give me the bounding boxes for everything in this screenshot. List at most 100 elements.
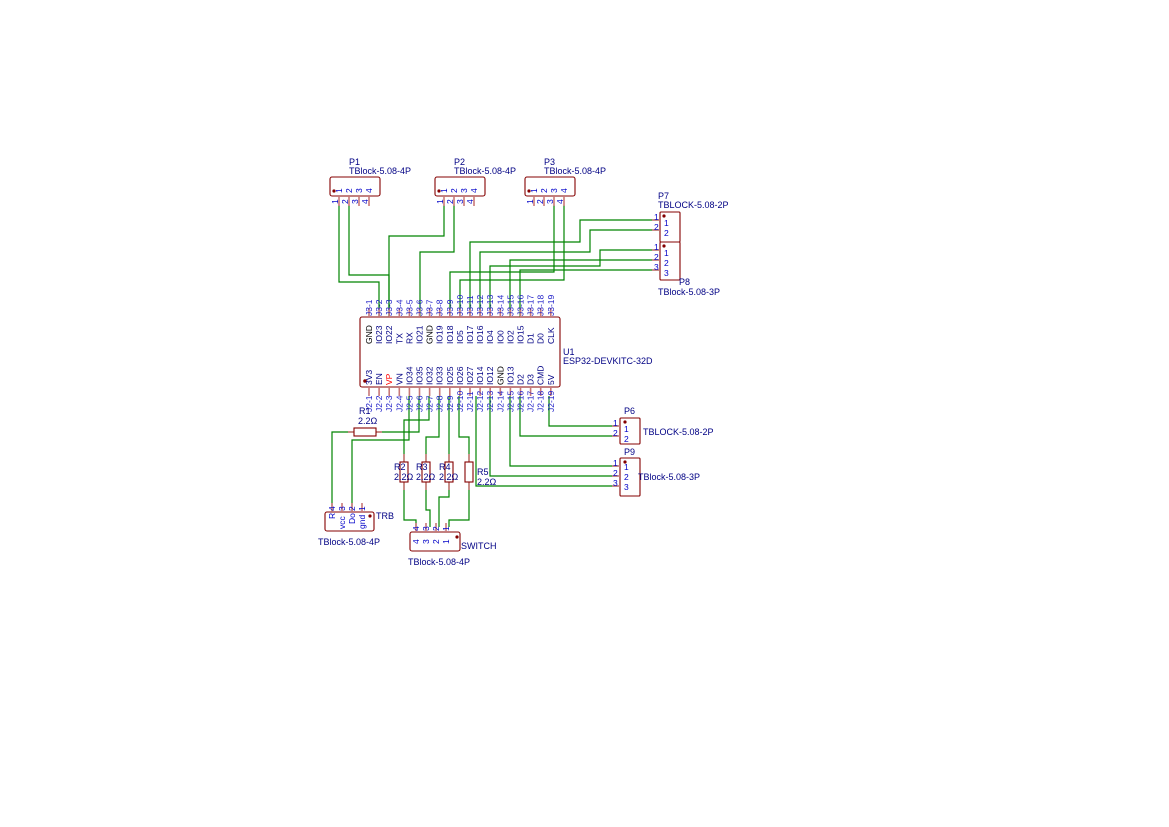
pin-number: 2: [654, 252, 659, 262]
pin-number: 3: [421, 526, 431, 531]
wire: [376, 396, 420, 433]
pin-name: IO16: [475, 325, 485, 344]
pin-number: 3: [654, 262, 659, 272]
resistor-body: [421, 461, 431, 483]
pin-number: 2: [654, 222, 659, 232]
pin-name: GND: [364, 325, 374, 344]
pin-number: J3-9: [445, 299, 455, 316]
pin-number: 1: [525, 199, 535, 204]
p9-value: TBlock-5.08-3P: [638, 472, 700, 482]
pin-name: 5V: [546, 374, 556, 385]
wire: [331, 431, 354, 512]
pin-number: 1: [441, 526, 451, 531]
resistor-r3[interactable]: R32.2Ω: [416, 454, 436, 490]
pin-number: J2-13: [485, 390, 495, 412]
pin1-marker: [662, 244, 666, 248]
pin-number: J2-18: [536, 390, 546, 412]
pin-label: 3: [421, 539, 431, 544]
pin-number: J3-18: [536, 294, 546, 316]
pin-name: EN: [374, 373, 384, 385]
pin-name: GND: [425, 325, 435, 344]
pin-name: vcc: [337, 516, 347, 530]
esp32-module-u1[interactable]: J3-1GNDJ3-2IO23J3-3IO22J3-4TXJ3-5RXJ3-6I…: [359, 294, 653, 412]
connector-p9[interactable]: P9 1 2 3 1 2 3 TBlock-5.08-3P: [612, 447, 700, 497]
pin-label: 1: [664, 218, 669, 228]
connector-p7[interactable]: P7 TBLOCK-5.08-2P 1 2 1 2: [652, 191, 729, 243]
pin-label: 2: [431, 539, 441, 544]
wire: [509, 396, 618, 467]
resistor-r1[interactable]: R1 2.2Ω: [348, 406, 382, 437]
wire: [449, 205, 555, 318]
connector-p6[interactable]: P6 1 2 1 2 TBLOCK-5.08-2P: [612, 406, 714, 445]
wire: [548, 396, 618, 427]
pin-label: 4: [364, 188, 374, 193]
pin-number: J3-8: [435, 299, 445, 316]
pin-number: 4: [465, 199, 475, 204]
pin-number: 1: [357, 506, 367, 511]
p9-ref: P9: [624, 447, 635, 457]
resistor-value: 2.2Ω: [394, 472, 414, 482]
wire: [475, 396, 618, 487]
pin-label: 3: [354, 188, 364, 193]
p6-body: [619, 417, 641, 445]
pin1-marker: [363, 379, 367, 383]
pin-label: 3: [549, 188, 559, 193]
pin-number: 1: [330, 199, 340, 204]
r1-value: 2.2Ω: [358, 416, 378, 426]
connector-ref: P3: [544, 157, 555, 167]
pin-number: J2-11: [465, 391, 475, 412]
pin-name: D1: [526, 333, 536, 344]
trb-value: TBlock-5.08-4P: [318, 537, 380, 547]
pin-number: J3-12: [475, 294, 485, 316]
pin-name: IO25: [445, 366, 455, 385]
pin-number: J2-4: [394, 395, 404, 412]
connector-value: TBlock-5.08-4P: [454, 166, 516, 176]
pin-number: 3: [613, 478, 618, 488]
pin1-marker: [527, 189, 531, 193]
pin-name: IO26: [455, 366, 465, 385]
u1-value: ESP32-DEVKITC-32D: [563, 356, 653, 366]
pin-number: 3: [350, 199, 360, 204]
pin1-marker: [662, 214, 666, 218]
pin-name: IO34: [404, 366, 414, 385]
pin-number: 1: [435, 199, 445, 204]
connector-body: [329, 176, 381, 197]
resistor-r2[interactable]: R22.2Ω: [394, 454, 414, 490]
switch-body: [409, 531, 461, 552]
pin-label: 1: [441, 539, 451, 544]
resistor-r4[interactable]: R42.2Ω: [439, 454, 459, 490]
resistor-ref: R2: [394, 462, 406, 472]
resistor-r5[interactable]: R52.2Ω: [464, 454, 497, 490]
pin-name: VN: [394, 373, 404, 385]
connector-p8[interactable]: 1 2 3 1 2 3 P8 TBlock-5.08-3P: [652, 241, 720, 297]
pin-label: 1: [624, 462, 629, 472]
pin-number: 3: [455, 199, 465, 204]
resistor-ref: R5: [477, 467, 489, 477]
pin-number: 2: [535, 199, 545, 204]
pin-number: 4: [411, 526, 421, 531]
wire: [351, 396, 410, 512]
pin-name: IO18: [445, 325, 455, 344]
p7-value: TBLOCK-5.08-2P: [658, 200, 729, 210]
pin-name: 3V3: [364, 370, 374, 385]
pin-number: 2: [347, 506, 357, 511]
pin-number: 1: [654, 212, 659, 222]
pin-number: J3-16: [516, 294, 526, 316]
pin-number: 1: [613, 458, 618, 468]
pin-name: IO13: [505, 366, 515, 385]
pin-number: 4: [360, 199, 370, 204]
pin-number: J2-5: [404, 395, 414, 412]
pin-label: 4: [559, 188, 569, 193]
p6-ref: P6: [624, 406, 635, 416]
wire: [479, 229, 660, 318]
p9-body: [619, 457, 641, 497]
resistor-body: [399, 461, 409, 483]
wire: [489, 396, 618, 477]
pin-number: 2: [613, 468, 618, 478]
wire: [425, 482, 431, 527]
